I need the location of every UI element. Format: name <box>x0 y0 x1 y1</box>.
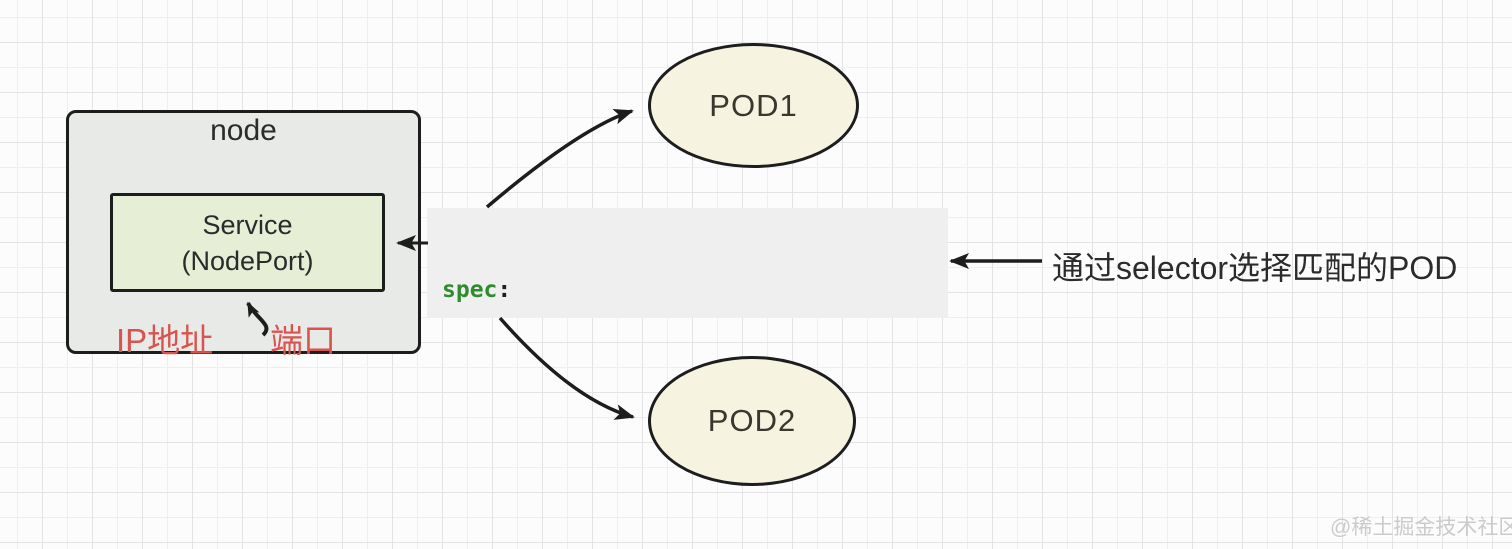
pod2-label: POD2 <box>707 403 797 438</box>
yaml-key: spec <box>442 277 498 303</box>
ip-address-label: IP地址 <box>116 322 214 359</box>
arrow-to-pod1-icon <box>485 108 634 209</box>
yaml-spec-code-block: spec: selector: app.kubernetes.io/name: … <box>427 208 948 318</box>
service-label-line2: (NodePort) <box>181 245 314 276</box>
code-line: spec: <box>442 277 512 303</box>
port-label: 端口 <box>270 322 336 359</box>
pod1-label: POD1 <box>709 87 798 123</box>
watermark: @稀土掘金技术社区 <box>1330 516 1512 539</box>
service-label-line1: Service <box>202 209 293 240</box>
service-box: Service (NodePort) <box>110 193 385 292</box>
node-title: node <box>210 114 277 147</box>
pod2-ellipse: POD2 <box>648 356 856 486</box>
selector-annotation-label: 通过selector选择匹配的POD <box>1052 250 1458 286</box>
arrow-to-pod2-icon <box>498 316 635 420</box>
pod1-ellipse: POD1 <box>648 43 859 168</box>
